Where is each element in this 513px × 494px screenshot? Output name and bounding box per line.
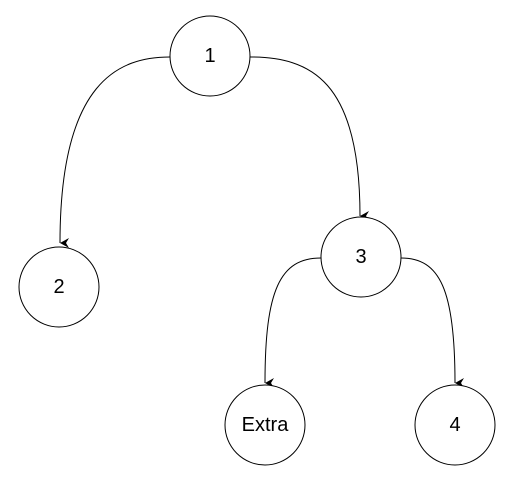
- edge-1-to-3: [249, 56, 370, 221]
- tree-node-3[interactable]: 3: [320, 216, 402, 298]
- node-label: 3: [355, 246, 366, 268]
- edge-3-to-4: [400, 257, 465, 388]
- tree-node-2[interactable]: 2: [18, 246, 100, 328]
- edge-3-to-extra: [264, 257, 322, 389]
- node-label: 1: [204, 45, 215, 67]
- node-label: Extra: [242, 414, 290, 436]
- edge-1-to-2: [59, 56, 171, 249]
- tree-node-1[interactable]: 1: [169, 15, 251, 97]
- node-label: 2: [53, 276, 64, 298]
- tree-node-extra[interactable]: Extra: [224, 384, 306, 466]
- tree-node-4[interactable]: 4: [414, 384, 496, 466]
- node-label: 4: [449, 414, 460, 436]
